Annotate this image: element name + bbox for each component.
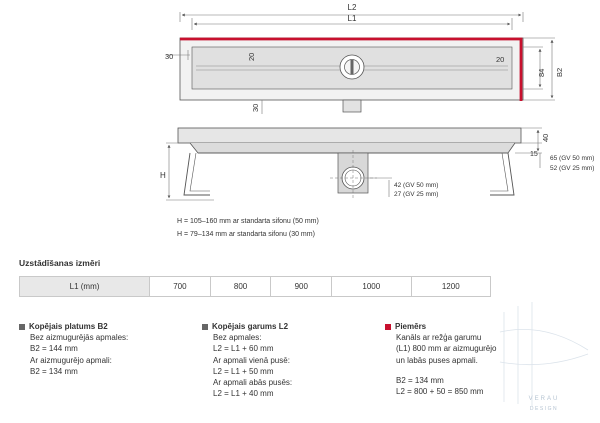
dim-65-label: 65 (GV 50 mm) (550, 155, 594, 162)
note-line: (L1) 800 mm ar aizmugurējo (396, 344, 497, 354)
note-line: Ar apmali vienā pusē: (213, 355, 290, 365)
note-line: Kanāls ar režģa garumu (396, 333, 482, 343)
h-note-1: H = 105–160 mm ar standarta sifonu (50 m… (177, 218, 319, 225)
side-view: H 40 15 65 (GV 50 mm) 52 (GV 25 mm) 42 (… (160, 127, 594, 201)
note-line: L2 = L1 + 50 mm (213, 366, 274, 376)
red-square-icon (385, 323, 391, 330)
note-title: Kopējais garums L2 (212, 322, 289, 331)
dim-b2-label: B2 (555, 68, 564, 77)
note-line: Ar apmali abās pusēs: (213, 378, 293, 388)
note-line: B2 = 144 mm (30, 344, 78, 354)
table-cell: 1000 (331, 276, 412, 297)
right-leg (490, 152, 515, 196)
table-cell: 700 (149, 276, 211, 297)
note-example: Piemērs Kanāls ar režģa garumu (L1) 800 … (385, 321, 496, 397)
example-highlight-red (180, 37, 523, 101)
installation-sizes-table: L1 (mm) 700 800 900 1000 1200 (18, 276, 492, 297)
dim-h-label: H (160, 171, 166, 180)
l1-label: L1 (348, 14, 357, 23)
note-total-length: Kopējais garums L2 Bez apmales: L2 = L1 … (202, 321, 292, 399)
table-cell: 800 (209, 276, 272, 297)
note-title: Piemērs (395, 322, 427, 331)
grey-square-icon (202, 323, 208, 330)
installation-sizes-title: Uzstādīšanas izmēri (19, 258, 101, 268)
table-header-cell: L1 (mm) (18, 276, 151, 297)
dim-40-label: 40 (541, 134, 550, 142)
note-title: Kopējais platums B2 (29, 322, 108, 331)
note-line: Bez aizmugurējās apmales: (30, 333, 129, 343)
outlet-stub-top (342, 99, 362, 113)
note-line: B2 = 134 mm (30, 366, 78, 376)
dim-52-label: 52 (GV 25 mm) (550, 165, 594, 172)
brand-watermark: VERAU DESIGN (499, 302, 589, 412)
note-line: L2 = L1 + 60 mm (213, 344, 274, 354)
inner-left-20: 20 (247, 53, 256, 61)
technical-drawing: L2 L1 20 20 30 30 84 B2 (160, 3, 594, 238)
note-total-width: Kopējais platums B2 Bez aizmugurējās apm… (19, 321, 128, 377)
side-top-plate (177, 127, 522, 144)
note-line: un labās puses apmali. (396, 355, 478, 365)
grey-square-icon (19, 323, 25, 330)
dim-42-label: 42 (GV 50 mm) (394, 182, 438, 189)
note-line: Ar aizmugurējo apmali: (30, 355, 112, 365)
note-line: L2 = L1 + 40 mm (213, 389, 274, 399)
left-leg (183, 152, 210, 196)
inner-right-20: 20 (496, 55, 504, 64)
top-view: L2 L1 20 20 30 30 84 B2 (165, 3, 564, 114)
l2-label: L2 (348, 3, 357, 12)
table-cell: 900 (270, 276, 333, 297)
side-channel-body (189, 142, 516, 154)
dim-15-label: 15 (530, 151, 538, 158)
note-line: Bez apmales: (213, 333, 262, 343)
dim-84-label: 84 (537, 69, 546, 77)
h-note-2: H = 79–134 mm ar standarta sifonu (30 mm… (177, 231, 315, 238)
watermark-brand: VERAU (529, 396, 560, 402)
bottom-30: 30 (251, 104, 260, 112)
table-cell: 1200 (410, 276, 492, 297)
dim-27-label: 27 (GV 25 mm) (394, 191, 438, 198)
note-line: B2 = 134 mm (396, 375, 444, 385)
watermark-sub: DESIGN (530, 406, 558, 412)
table-row: L1 (mm) 700 800 900 1000 1200 (18, 276, 492, 297)
note-line: L2 = 800 + 50 = 850 mm (396, 387, 484, 397)
left-30: 30 (165, 52, 173, 61)
